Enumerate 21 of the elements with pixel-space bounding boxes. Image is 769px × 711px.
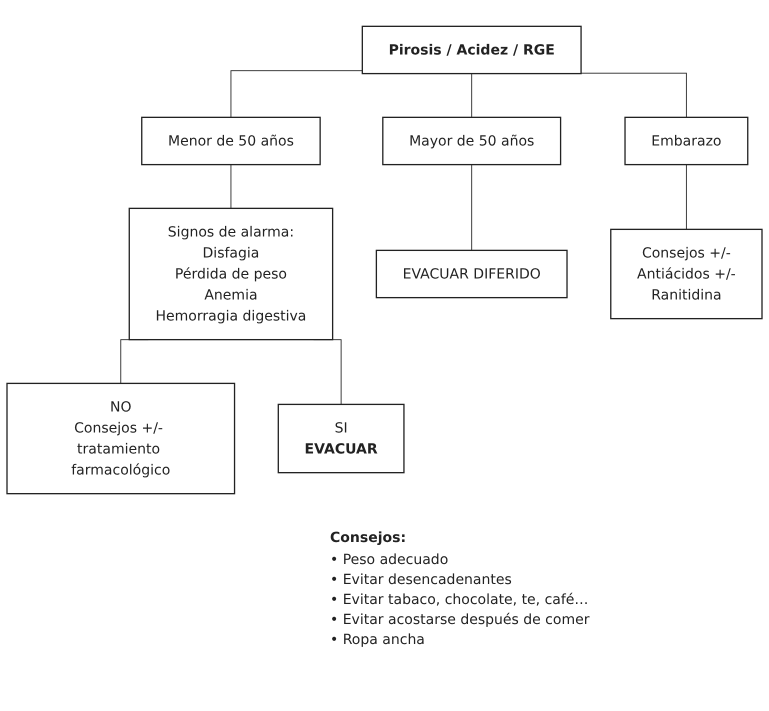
node-box: Mayor de 50 años: [382, 116, 562, 166]
node-box: SI EVACUAR: [278, 404, 405, 474]
list-item: • Peso adecuado: [330, 551, 450, 570]
node-box: Menor de 50 años: [141, 116, 321, 166]
node-box: NO Consejos +/- tratamiento farmacológico: [6, 382, 236, 494]
list-item: • Evitar tabaco, chocolate, te, café…: [330, 591, 590, 610]
node-box: Consejos +/- Antiácidos +/- Ranitidina: [610, 228, 763, 320]
list-item: • Evitar desencadenantes: [330, 571, 513, 590]
list-item: • Ropa ancha: [330, 631, 426, 650]
notes-heading: Consejos:: [330, 530, 408, 546]
node-box: Pirosis / Acidez / RGE: [362, 26, 582, 74]
connector: [471, 164, 472, 251]
connector: [686, 164, 687, 230]
connector: [230, 164, 232, 209]
connector: [230, 70, 363, 118]
node-box: Embarazo: [624, 116, 748, 166]
connector: [580, 72, 687, 118]
node-box: Signos de alarma: Disfagia Pérdida de peso Anemia Hemorragia digestiva: [128, 208, 334, 340]
node-box: EVACUAR DIFERIDO: [376, 250, 568, 298]
list-item: • Evitar acostarse después de comer: [330, 611, 590, 630]
connector: [471, 73, 472, 118]
